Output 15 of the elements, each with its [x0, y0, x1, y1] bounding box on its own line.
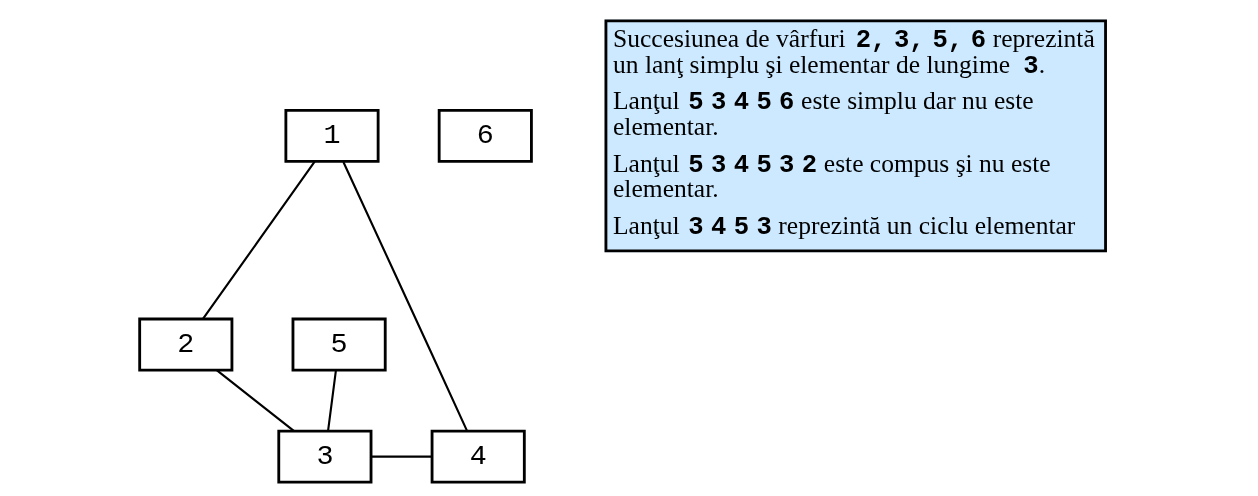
label: Succesiunea de vârfuri 2, 3, 5, 6 reprezintă un lanţ simplu şi elementar de lungime 3. [613, 24, 1095, 81]
connector [216, 369, 295, 432]
connector [327, 370, 337, 432]
node-box: 3 [277, 429, 373, 484]
connector [202, 161, 316, 320]
label: Lanţul 3 4 5 3 reprezintă un ciclu elementar [613, 211, 1076, 243]
node-box: 5 [291, 317, 387, 372]
connector [371, 455, 432, 458]
node-box: 4 [430, 429, 526, 484]
node-box: 6 [437, 108, 533, 163]
node-box: 2 [138, 317, 234, 372]
label: Lanţul 5 3 4 5 6 este simplu dar nu este elementar. [613, 86, 1034, 142]
node-box: 1 [284, 108, 380, 163]
connector [342, 161, 468, 432]
label: Lanţul 5 3 4 5 3 2 este compus şi nu este elementar. [613, 148, 1051, 204]
